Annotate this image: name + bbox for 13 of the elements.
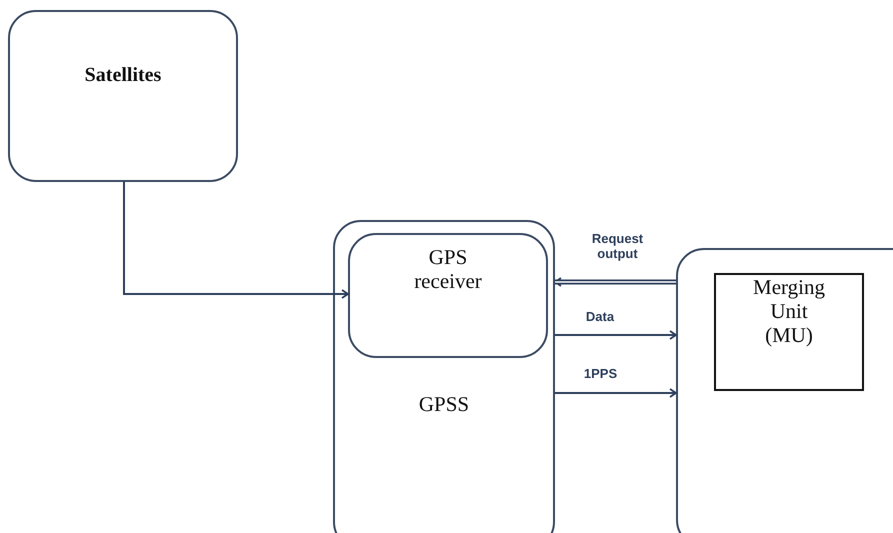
rounded-box (8, 10, 238, 182)
arrow (555, 330, 677, 340)
rounded-box (348, 233, 548, 358)
node-label: Satellites (84, 64, 162, 87)
node-label: GPSS (418, 392, 470, 416)
arrow (554, 277, 676, 287)
arrow (555, 388, 677, 398)
rounded-box (676, 248, 893, 533)
unit-rectangle (714, 273, 864, 391)
node-label: GPS receiver (413, 245, 483, 294)
rounded-box (333, 220, 555, 533)
arrow (123, 182, 349, 299)
node-label: Merging Unit (MU) (752, 275, 826, 348)
